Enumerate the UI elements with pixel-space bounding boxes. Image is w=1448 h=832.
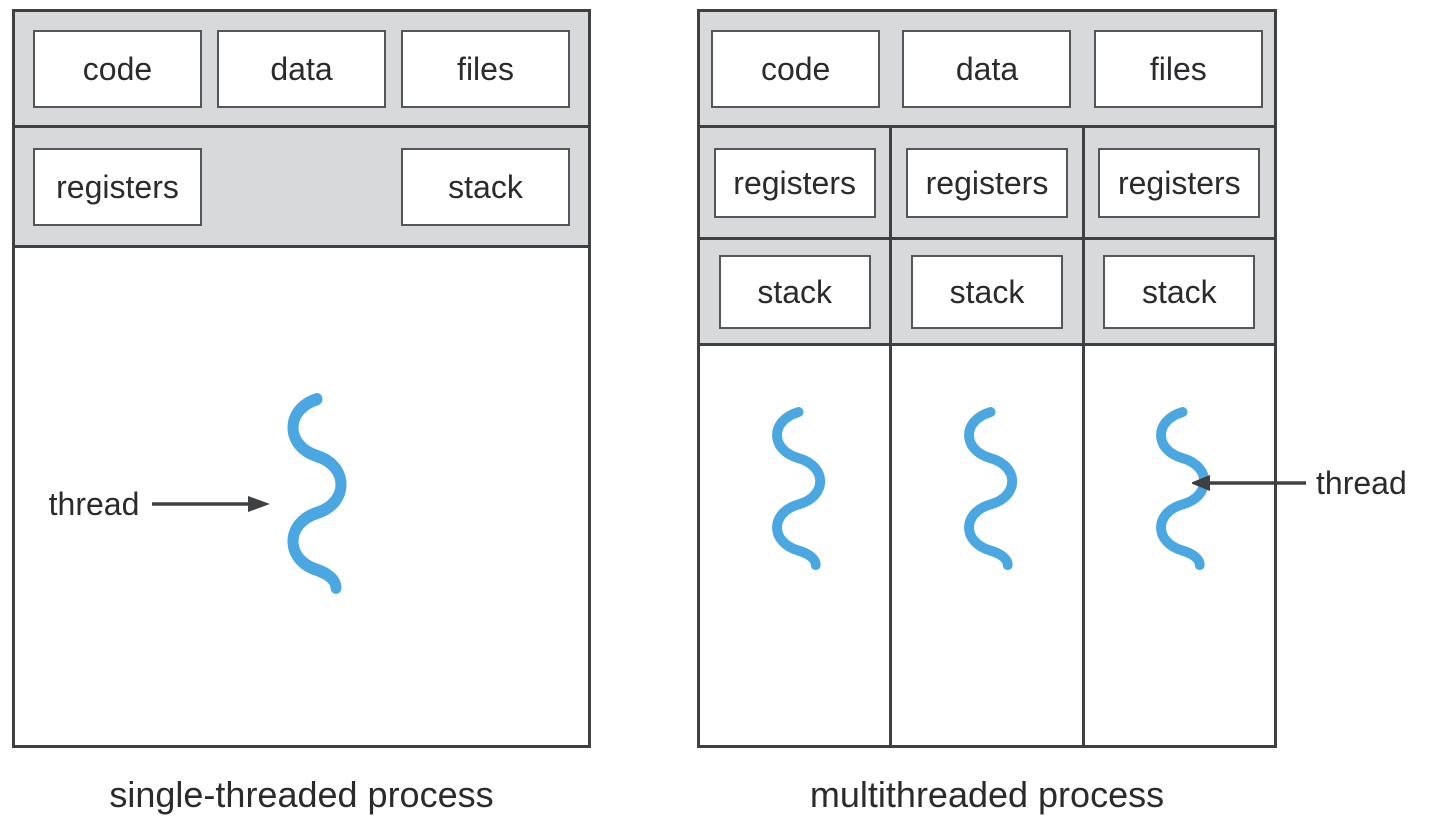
left-code-cell: code <box>33 29 202 108</box>
right-code-data-files-band: code data files <box>700 12 1274 128</box>
multithreaded-process-box: code data files registers stack <box>697 9 1277 748</box>
thread-squiggle-icon <box>771 407 825 571</box>
thread2-registers-band: registers <box>892 128 1082 240</box>
thread3-stack-cell: stack <box>1103 254 1256 329</box>
arrow-left-icon <box>1192 475 1306 491</box>
thread-squiggle-icon <box>964 407 1018 571</box>
thread-column-3: registers stack <box>1084 128 1274 745</box>
thread-column-1: registers stack <box>700 128 893 745</box>
single-threaded-caption: single-threaded process <box>109 774 494 815</box>
thread1-registers-band: registers <box>700 128 890 240</box>
left-thread-label: thread <box>48 486 140 522</box>
right-files-cell: files <box>1093 29 1263 108</box>
thread2-area <box>892 346 1082 745</box>
thread1-registers-cell: registers <box>713 147 876 218</box>
single-threaded-process-box: code data files registers stack <box>12 9 591 748</box>
right-data-slot: data <box>891 29 1082 108</box>
thread3-registers-band: registers <box>1084 128 1274 240</box>
thread1-stack-band: stack <box>700 240 890 346</box>
thread3-stack-band: stack <box>1084 240 1274 346</box>
left-stack-cell: stack <box>401 147 570 226</box>
thread-column-2: registers stack <box>892 128 1085 745</box>
thread-squiggle-icon <box>287 393 347 594</box>
thread-squiggle-icon <box>1156 407 1210 571</box>
right-thread-label: thread <box>1316 465 1407 501</box>
thread2-registers-cell: registers <box>905 147 1068 218</box>
thread3-area <box>1084 346 1274 745</box>
left-registers-cell: registers <box>33 147 202 226</box>
right-files-slot: files <box>1083 29 1274 108</box>
arrow-right-icon <box>152 496 270 512</box>
left-code-data-files-band: code data files <box>15 12 588 128</box>
thread2-stack-cell: stack <box>910 254 1063 329</box>
left-files-cell: files <box>401 29 570 108</box>
left-registers-stack-band: registers stack <box>15 128 588 248</box>
right-code-cell: code <box>711 29 881 108</box>
thread3-registers-cell: registers <box>1098 147 1261 218</box>
left-data-cell: data <box>217 29 386 108</box>
thread1-stack-cell: stack <box>718 254 871 329</box>
thread2-stack-band: stack <box>892 240 1082 346</box>
right-code-slot: code <box>700 29 891 108</box>
multithreaded-caption: multithreaded process <box>809 774 1165 815</box>
thread-columns: registers stack registers stack <box>700 128 1274 745</box>
right-data-cell: data <box>902 29 1072 108</box>
thread1-area <box>700 346 890 745</box>
